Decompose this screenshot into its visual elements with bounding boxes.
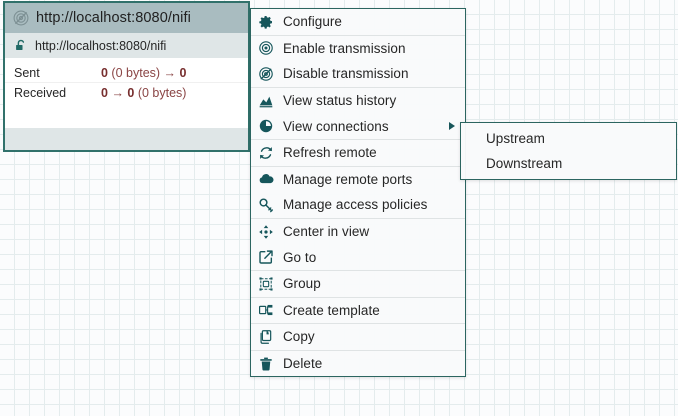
rpg-footer-bar (5, 128, 248, 150)
menu-label-copy: Copy (283, 329, 315, 345)
submenu-label-downstream: Downstream (486, 156, 563, 171)
center-in-view-icon (259, 224, 273, 239)
menu-item-view-connections[interactable]: View connections (251, 113, 465, 139)
refresh-icon (260, 146, 272, 159)
menu-label-manage-access-policies: Manage access policies (283, 197, 428, 213)
view-connections-submenu[interactable]: Upstream Downstream (460, 122, 677, 180)
menu-item-view-status-history[interactable]: View status history (251, 88, 465, 114)
transmission-disabled-icon (13, 10, 29, 26)
menu-group-navigate: Center in view Go to (251, 217, 465, 270)
transmission-disabled-icon (259, 67, 273, 81)
submenu-item-upstream[interactable]: Upstream (461, 126, 676, 151)
stat-value-received: 0 → 0 (0 bytes) (101, 85, 187, 100)
status-history-chart-icon (259, 96, 273, 107)
menu-item-go-to[interactable]: Go to (251, 244, 465, 270)
menu-label-delete: Delete (283, 356, 323, 372)
menu-label-view-connections: View connections (283, 118, 389, 134)
copy-icon (260, 330, 272, 344)
template-icon (259, 305, 273, 316)
stat-row-received: Received 0 → 0 (0 bytes) (5, 83, 248, 102)
menu-label-go-to: Go to (283, 249, 317, 265)
menu-item-manage-access-policies[interactable]: Manage access policies (251, 192, 465, 218)
menu-item-manage-remote-ports[interactable]: Manage remote ports (251, 167, 465, 193)
menu-group-configure: Configure (251, 9, 465, 35)
menu-group-manage: Manage remote ports Manage access polici… (251, 165, 465, 218)
menu-group-refresh: Refresh remote (251, 138, 465, 166)
stat-value-sent: 0 (0 bytes) → 0 (101, 66, 187, 80)
context-menu[interactable]: Configure Enable transmission (250, 8, 466, 378)
menu-label-view-status-history: View status history (283, 93, 397, 109)
menu-label-disable-transmission: Disable transmission (283, 66, 409, 82)
rpg-header: http://localhost:8080/nifi (5, 3, 248, 33)
rpg-uri-text: http://localhost:8080/nifi (35, 38, 167, 53)
trash-icon (260, 357, 272, 370)
rpg-name: http://localhost:8080/nifi (36, 10, 191, 26)
menu-label-create-template: Create template (283, 302, 380, 318)
menu-item-create-template[interactable]: Create template (251, 298, 465, 324)
menu-item-delete[interactable]: Delete (251, 351, 465, 377)
group-icon (259, 277, 273, 291)
menu-item-enable-transmission[interactable]: Enable transmission (251, 36, 465, 62)
menu-group-view: View status history View connections (251, 86, 465, 139)
menu-group-transmission: Enable transmission Disable transmission (251, 34, 465, 87)
menu-label-center-in-view: Center in view (283, 224, 370, 240)
unlocked-padlock-icon (16, 39, 25, 50)
menu-item-configure[interactable]: Configure (251, 9, 465, 35)
submenu-label-upstream: Upstream (486, 131, 545, 146)
submenu-item-downstream[interactable]: Downstream (461, 151, 676, 176)
menu-group-copy: Copy (251, 323, 465, 350)
stat-row-sent: Sent 0 (0 bytes) → 0 (5, 64, 248, 83)
rpg-stats: Sent 0 (0 bytes) → 0 Received 0 → 0 (0 b… (5, 59, 248, 102)
remote-process-group[interactable]: http://localhost:8080/nifi http://localh… (3, 1, 250, 152)
menu-label-configure: Configure (283, 14, 342, 30)
gear-icon (259, 15, 272, 29)
menu-item-group[interactable]: Group (251, 271, 465, 297)
menu-group-group: Group (251, 269, 465, 297)
stat-label-received: Received (14, 85, 67, 100)
transmission-enabled-icon (259, 41, 273, 56)
menu-label-manage-remote-ports: Manage remote ports (283, 171, 413, 187)
view-connections-icon (259, 119, 273, 133)
menu-item-copy[interactable]: Copy (251, 324, 465, 350)
menu-label-refresh-remote: Refresh remote (283, 145, 377, 161)
menu-group-template: Create template (251, 296, 465, 324)
external-link-icon (259, 250, 273, 264)
cloud-icon (259, 174, 274, 184)
menu-label-group: Group (283, 276, 321, 292)
chevron-right-icon (449, 122, 455, 131)
menu-item-disable-transmission[interactable]: Disable transmission (251, 61, 465, 87)
menu-label-enable-transmission: Enable transmission (283, 40, 406, 56)
stat-label-sent: Sent (14, 66, 40, 80)
key-icon (259, 198, 274, 213)
menu-item-refresh-remote[interactable]: Refresh remote (251, 140, 465, 166)
menu-item-center-in-view[interactable]: Center in view (251, 219, 465, 245)
rpg-uri-row: http://localhost:8080/nifi (5, 33, 248, 59)
menu-group-delete: Delete (251, 349, 465, 377)
